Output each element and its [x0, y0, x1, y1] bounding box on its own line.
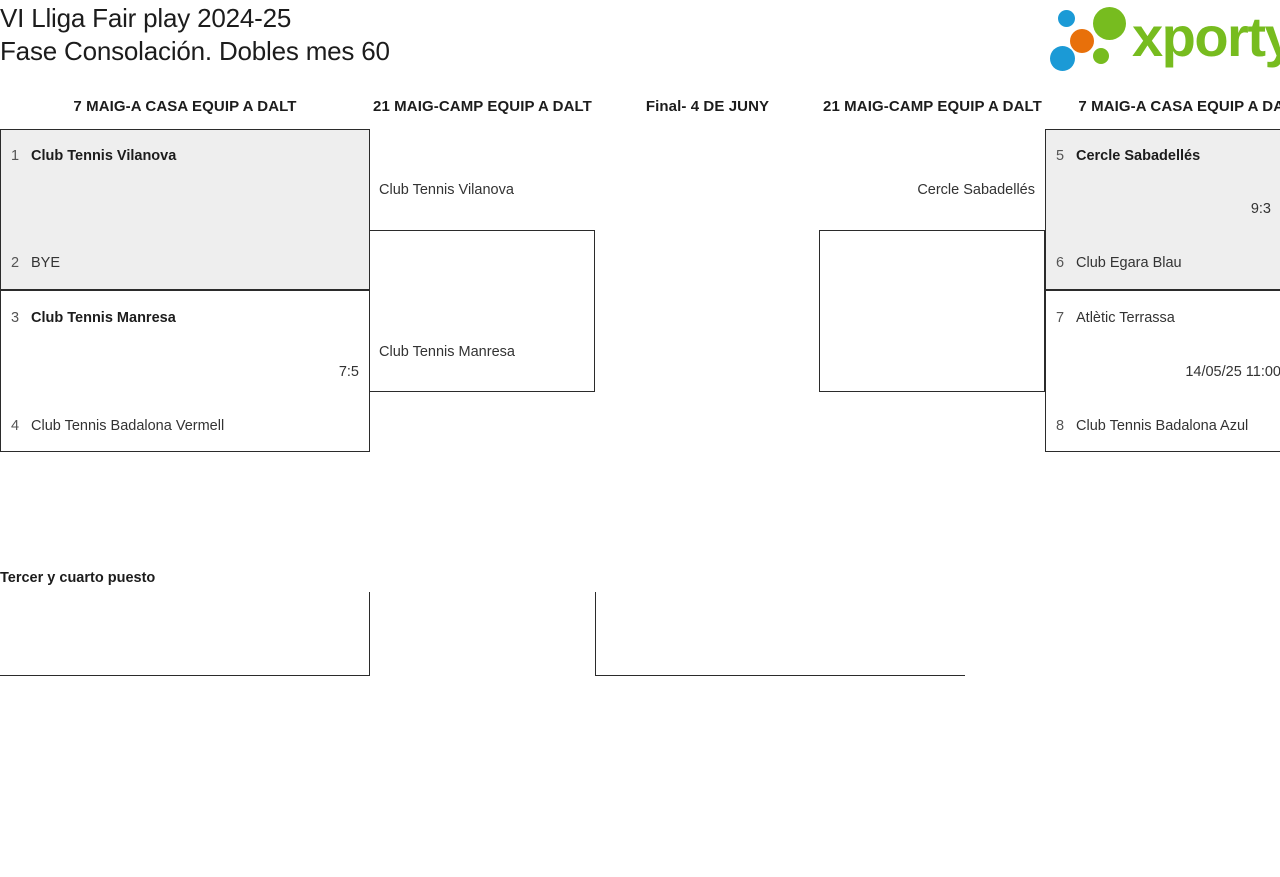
match-left-quarterfinal-1[interactable]: 1 Club Tennis Vilanova 2 BYE [0, 129, 370, 290]
match-result: 14/05/25 11:00 [1185, 364, 1280, 380]
logo-dot-orange-icon [1070, 29, 1094, 53]
round-header-quarterfinals-left: 7 MAIG-A CASA EQUIP A DALT [73, 98, 297, 115]
match-result: 7:5 [338, 364, 359, 380]
seed-number: 4 [11, 418, 20, 434]
seed-number: 1 [11, 148, 20, 164]
match-slot-top: 3 Club Tennis Manresa [1, 308, 369, 328]
team-name: Club Tennis Manresa [31, 310, 176, 326]
advancing-team-right-semifinal-top: Cercle Sabadellés [917, 182, 1035, 198]
match-slot-top: 1 Club Tennis Vilanova [1, 146, 369, 166]
logo-dot-blue-bottom-icon [1050, 46, 1075, 71]
match-slot-bottom: 4 Club Tennis Badalona Vermell [1, 416, 369, 436]
match-right-quarterfinal-1[interactable]: 5 Cercle Sabadellés 9:3 6 Club Egara Blau [1045, 129, 1280, 290]
logo-dot-blue-top-icon [1058, 10, 1075, 27]
seed-number: 3 [11, 310, 20, 326]
third-place-title: Tercer y cuarto puesto [0, 570, 156, 586]
round-header-semifinal-left: 21 MAIG-CAMP EQUIP A DALT [373, 98, 592, 115]
match-slot-bottom: 8 Club Tennis Badalona Azul [1046, 416, 1280, 436]
match-right-semifinal[interactable] [819, 230, 1045, 392]
seed-number: 7 [1056, 310, 1065, 326]
xporty-logo: xporty [1048, 4, 1280, 71]
logo-dot-green-large-icon [1093, 7, 1126, 40]
advancing-team-left-semifinal-bottom: Club Tennis Manresa [379, 344, 515, 360]
match-right-quarterfinal-2[interactable]: 7 Atlètic Terrassa 14/05/25 11:00 8 Club T… [1045, 290, 1280, 452]
round-header-final: Final- 4 DE JUNY [645, 98, 770, 115]
match-slot-bottom: 6 Club Egara Blau [1046, 253, 1280, 273]
match-slot-bottom: 2 BYE [1, 253, 369, 273]
page-title: VI Lliga Fair play 2024-25 Fase Consolac… [0, 2, 900, 68]
third-place-box-left[interactable] [0, 592, 370, 676]
page-title-line-2: Fase Consolación. Dobles mes 60 [0, 36, 390, 66]
match-slot-top: 5 Cercle Sabadellés [1046, 146, 1280, 166]
match-slot-top: 7 Atlètic Terrassa [1046, 308, 1280, 328]
logo-wordmark: xporty [1132, 5, 1280, 68]
team-name: Atlètic Terrassa [1076, 310, 1175, 326]
round-header-quarterfinals-right: 7 MAIG-A CASA EQUIP A DALT [1078, 98, 1280, 115]
page-title-line-1: VI Lliga Fair play 2024-25 [0, 3, 292, 33]
round-header-semifinal-right: 21 MAIG-CAMP EQUIP A DALT [823, 98, 1042, 115]
advancing-team-left-semifinal-top: Club Tennis Vilanova [379, 182, 514, 198]
match-left-semifinal[interactable] [369, 230, 595, 392]
match-left-quarterfinal-2[interactable]: 3 Club Tennis Manresa 7:5 4 Club Tennis Ba… [0, 290, 370, 452]
team-name: Club Tennis Badalona Azul [1076, 418, 1249, 434]
logo-dot-green-small-icon [1093, 48, 1109, 64]
seed-number: 5 [1056, 148, 1065, 164]
team-name: BYE [31, 255, 61, 271]
team-name: Club Tennis Vilanova [31, 148, 177, 164]
third-place-box-right[interactable] [595, 592, 965, 676]
match-result: 9:3 [1250, 201, 1271, 217]
team-name: Club Tennis Badalona Vermell [31, 418, 225, 434]
team-name: Club Egara Blau [1076, 255, 1182, 271]
seed-number: 8 [1056, 418, 1065, 434]
team-name: Cercle Sabadellés [1076, 148, 1201, 164]
seed-number: 2 [11, 255, 20, 271]
seed-number: 6 [1056, 255, 1065, 271]
